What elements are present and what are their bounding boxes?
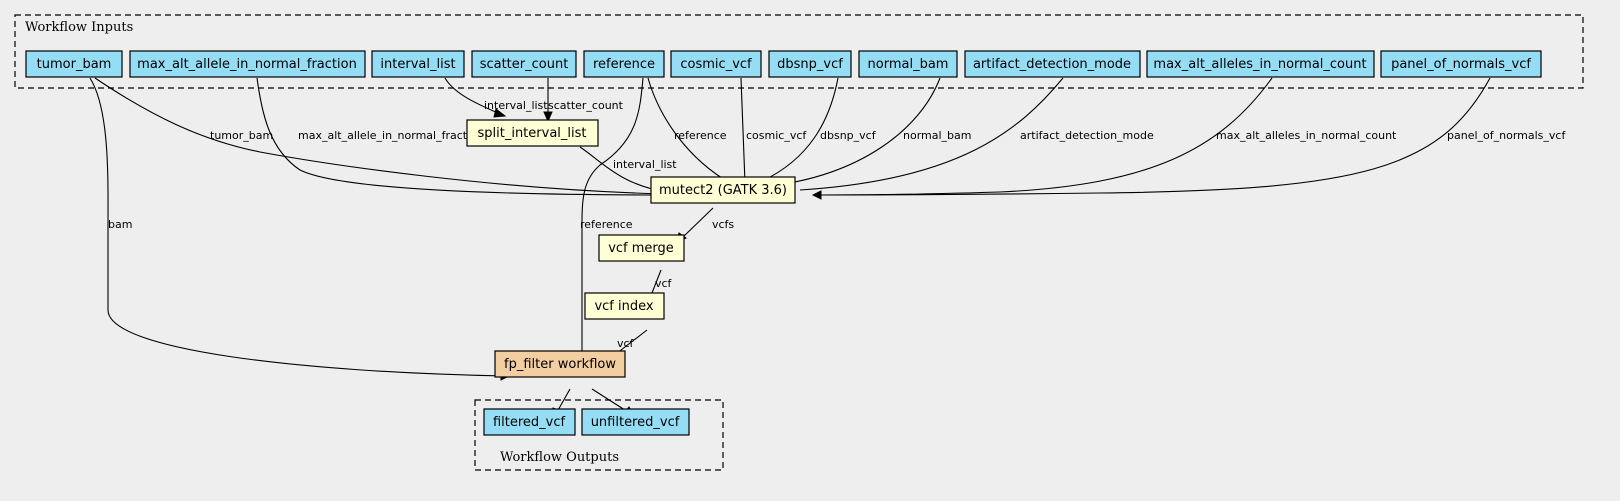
node-max-alt-allele-in-normal-fraction[interactable]: max_alt_allele_in_normal_fraction xyxy=(129,50,366,78)
node-interval-list[interactable]: interval_list xyxy=(371,50,465,78)
node-label: max_alt_allele_in_normal_fraction xyxy=(137,57,357,72)
node-fp-filter-workflow[interactable]: fp_filter workflow xyxy=(494,350,626,378)
edge-label-vcf-index: vcf xyxy=(617,337,635,350)
edge-artifact-detection xyxy=(799,77,1064,191)
arrowhead xyxy=(811,190,822,200)
node-artifact-detection-mode[interactable]: artifact_detection_mode xyxy=(964,50,1141,78)
node-scatter-count[interactable]: scatter_count xyxy=(471,50,577,78)
workflow-outputs-label: Workflow Outputs xyxy=(500,450,619,465)
node-label: scatter_count xyxy=(480,57,569,72)
node-label: artifact_detection_mode xyxy=(973,57,1131,72)
node-max-alt-alleles-in-normal-count[interactable]: max_alt_alleles_in_normal_count xyxy=(1146,50,1375,78)
node-label: normal_bam xyxy=(868,57,949,72)
edge-label-interval-list: interval_list xyxy=(484,99,548,112)
output-nodes: filtered_vcf unfiltered_vcf xyxy=(483,408,690,436)
edge-label-bam: bam xyxy=(108,218,132,231)
edge-label-split-interval: interval_list xyxy=(613,158,677,171)
node-label: fp_filter workflow xyxy=(504,357,616,372)
node-label: max_alt_alleles_in_normal_count xyxy=(1153,57,1366,72)
edge-label-vcf-merge: vcf xyxy=(655,277,673,290)
edge-max-alt-fraction xyxy=(256,77,668,196)
workflow-outputs-cluster xyxy=(474,399,724,471)
node-label: tumor_bam xyxy=(37,57,112,72)
node-split-interval-list[interactable]: split_interval_list xyxy=(466,119,599,147)
node-label: split_interval_list xyxy=(477,126,586,141)
node-label: unfiltered_vcf xyxy=(591,415,680,430)
node-label: interval_list xyxy=(380,57,455,72)
edge-bam xyxy=(89,77,506,377)
node-label: vcf index xyxy=(594,299,653,314)
node-label: panel_of_normals_vcf xyxy=(1391,57,1531,72)
edge-label-max-alt-fraction: max_alt_allele_in_normal_fraction xyxy=(298,129,484,142)
edge-label-vcfs: vcfs xyxy=(712,218,734,231)
node-panel-of-normals-vcf[interactable]: panel_of_normals_vcf xyxy=(1380,50,1542,78)
edge-reference-fp xyxy=(581,77,644,365)
edge-label-dbsnp-vcf: dbsnp_vcf xyxy=(820,129,877,142)
edge-reference-mutect xyxy=(647,77,731,184)
node-mutect2[interactable]: mutect2 (GATK 3.6) xyxy=(650,176,796,204)
edge-tumor-bam xyxy=(94,77,668,195)
edge-label-scatter-count: scatter_count xyxy=(548,99,624,112)
node-label: reference xyxy=(593,57,655,72)
node-label: dbsnp_vcf xyxy=(777,57,843,72)
edge-label-artifact-detection: artifact_detection_mode xyxy=(1020,129,1154,142)
edge-label-panel-of-normals: panel_of_normals_vcf xyxy=(1447,129,1566,142)
node-unfiltered-vcf[interactable]: unfiltered_vcf xyxy=(581,408,690,436)
edge-cosmic-vcf xyxy=(740,77,746,184)
node-cosmic-vcf[interactable]: cosmic_vcf xyxy=(670,50,762,78)
step-nodes: split_interval_list mutect2 (GATK 3.6) v… xyxy=(466,119,796,378)
node-label: vcf merge xyxy=(608,241,674,256)
node-filtered-vcf[interactable]: filtered_vcf xyxy=(483,408,576,436)
edge-label-cosmic-vcf: cosmic_vcf xyxy=(746,129,807,142)
node-vcf-index[interactable]: vcf index xyxy=(584,292,665,320)
node-label: mutect2 (GATK 3.6) xyxy=(659,183,787,198)
edge-label-reference-mutect: reference xyxy=(674,129,727,142)
edge-label-reference-fp: reference xyxy=(580,218,633,231)
node-tumor-bam[interactable]: tumor_bam xyxy=(25,50,123,78)
workflow-inputs-label: Workflow Inputs xyxy=(25,20,133,35)
edge-unfiltered xyxy=(591,388,629,413)
arrowhead xyxy=(543,111,553,123)
node-label: cosmic_vcf xyxy=(680,57,752,72)
workflow-inputs-cluster xyxy=(14,14,1584,89)
edge-label-tumor-bam: tumor_bam xyxy=(210,129,273,142)
node-reference[interactable]: reference xyxy=(583,50,665,78)
edge-dbsnp-vcf xyxy=(757,77,839,184)
edges: tumor_bam max_alt_allele_in_normal_fract… xyxy=(89,77,1566,413)
edge-interval-list xyxy=(444,77,501,115)
edge-vcfs xyxy=(681,207,714,239)
edge-label-max-alt-count: max_alt_alleles_in_normal_count xyxy=(1216,129,1397,142)
node-label: filtered_vcf xyxy=(493,415,566,430)
edge-label-normal-bam: normal_bam xyxy=(903,129,971,142)
node-dbsnp-vcf[interactable]: dbsnp_vcf xyxy=(768,50,852,78)
edge-normal-bam xyxy=(769,77,941,187)
edge-panel-of-normals xyxy=(820,77,1491,196)
edge-filtered xyxy=(556,388,571,413)
node-normal-bam[interactable]: normal_bam xyxy=(858,50,958,78)
node-vcf-merge[interactable]: vcf merge xyxy=(598,234,685,262)
arrowhead xyxy=(493,108,507,118)
input-nodes: tumor_bam max_alt_allele_in_normal_fract… xyxy=(25,50,1542,78)
